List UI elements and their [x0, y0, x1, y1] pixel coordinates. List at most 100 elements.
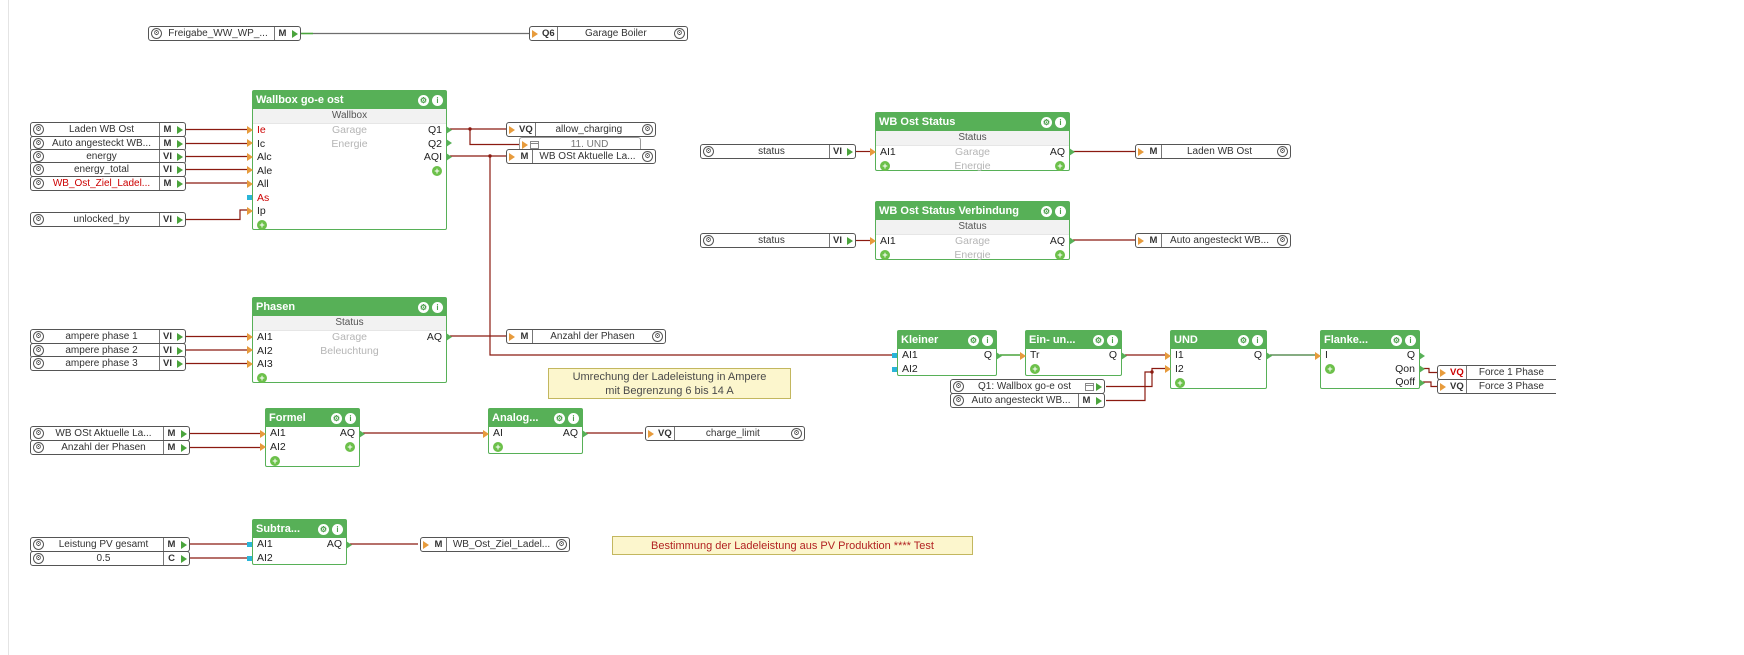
connector-auto-angesteckt-out[interactable]: M Auto angesteckt WB... ⚙: [1135, 233, 1291, 248]
input-i2[interactable]: I2: [1175, 362, 1184, 375]
add-output-icon[interactable]: +: [345, 442, 355, 453]
connector-ampere-phase-3[interactable]: ⚙ ampere phase 3 VI: [30, 356, 186, 371]
gear-icon[interactable]: ⚙: [1041, 116, 1052, 128]
connector-unlocked-by[interactable]: ⚙ unlocked_by VI: [30, 212, 186, 227]
output-pin[interactable]: [1121, 351, 1127, 360]
connector-anzahl-phasen-out[interactable]: M Anzahl der Phasen ⚙: [506, 329, 666, 344]
input-pin[interactable]: [247, 346, 253, 355]
gear-icon[interactable]: ⚙: [318, 523, 329, 535]
add-input-icon[interactable]: +: [1030, 364, 1040, 375]
block-ein-ausschaltverzoegerung[interactable]: Ein- un... ⚙ i Tr + Q: [1020, 330, 1127, 376]
input-pin[interactable]: [247, 359, 253, 368]
input-pin[interactable]: [1315, 351, 1321, 360]
output-aq[interactable]: AQ: [339, 427, 355, 439]
input-pin[interactable]: [247, 152, 253, 161]
input-ai3[interactable]: AI3: [257, 358, 273, 370]
input-pin[interactable]: [260, 443, 266, 452]
info-icon[interactable]: i: [432, 94, 443, 106]
block-flankenerkennung[interactable]: Flanke... ⚙ i I + Q Qon Qoff: [1315, 330, 1425, 389]
output-q1[interactable]: Q1: [427, 124, 442, 136]
output-pin[interactable]: [446, 332, 452, 341]
input-pin[interactable]: [247, 166, 253, 175]
add-input-icon[interactable]: +: [880, 161, 890, 172]
gear-icon[interactable]: ⚙: [1238, 334, 1249, 346]
info-icon[interactable]: i: [1055, 205, 1066, 217]
block-und[interactable]: UND ⚙ i I1 I2 + Q: [1165, 330, 1272, 389]
add-output-icon[interactable]: +: [432, 166, 442, 177]
block-header[interactable]: Wallbox go-e ost ⚙ i: [253, 91, 446, 109]
block-header[interactable]: Flanke... ⚙ i: [1321, 331, 1419, 349]
connector-laden-wb-ost-in[interactable]: ⚙ Laden WB Ost M: [30, 122, 186, 137]
info-icon[interactable]: i: [982, 334, 993, 346]
block-header[interactable]: Phasen ⚙ i: [253, 298, 446, 316]
input-pin[interactable]: [247, 332, 253, 341]
input-pin[interactable]: [247, 206, 253, 215]
output-q[interactable]: Q: [1253, 349, 1262, 361]
add-input-icon[interactable]: +: [1175, 377, 1185, 388]
connector-laden-wb-ost-out[interactable]: M Laden WB Ost ⚙: [1135, 144, 1291, 159]
output-q[interactable]: Q: [1108, 349, 1117, 361]
gear-icon[interactable]: ⚙: [418, 301, 429, 313]
block-wallbox-go-e-ost[interactable]: Wallbox go-e ost ⚙ i Wallbox Garage Ener…: [247, 90, 452, 231]
output-pin[interactable]: [359, 429, 365, 438]
input-pin[interactable]: [483, 429, 489, 438]
input-ic[interactable]: Ic: [257, 137, 266, 150]
input-ai2[interactable]: AI2: [270, 440, 286, 453]
block-phasen[interactable]: Phasen ⚙ i Status Garage Beleuchtung AI1…: [247, 297, 452, 384]
info-icon[interactable]: i: [568, 412, 579, 424]
block-subtraktion[interactable]: Subtra... ⚙ i AI1 AI2 AQ: [247, 519, 352, 565]
input-pin[interactable]: [247, 139, 253, 148]
input-ai2[interactable]: AI2: [257, 344, 273, 357]
input-ip[interactable]: Ip: [257, 205, 266, 217]
analog-input-pin[interactable]: [247, 194, 252, 200]
input-ai1[interactable]: AI1: [270, 427, 286, 439]
input-pin[interactable]: [1165, 351, 1171, 360]
connector-status-1[interactable]: ⚙ status VI: [700, 144, 856, 159]
block-wb-ost-status[interactable]: WB Ost Status ⚙ i Status Garage Energie …: [870, 112, 1075, 172]
input-ai1[interactable]: AI1: [902, 349, 918, 361]
connector-leistung-pv[interactable]: ⚙ Leistung PV gesamt M: [30, 537, 190, 552]
output-qon[interactable]: Qon: [1395, 362, 1415, 375]
gear-icon[interactable]: ⚙: [968, 334, 979, 346]
block-analogwert[interactable]: Analog... ⚙ i AI + AQ: [483, 408, 588, 454]
block-kleiner[interactable]: Kleiner ⚙ i AI1 AI2 Q: [892, 330, 1002, 376]
add-input-icon[interactable]: +: [257, 373, 267, 384]
input-pin[interactable]: [1165, 365, 1171, 374]
input-pin[interactable]: [247, 179, 253, 188]
input-ai1[interactable]: AI1: [257, 331, 273, 343]
input-all[interactable]: All: [257, 178, 269, 190]
output-pin[interactable]: [1069, 147, 1075, 156]
connector-status-2[interactable]: ⚙ status VI: [700, 233, 856, 248]
input-pin[interactable]: [870, 236, 876, 245]
info-icon[interactable]: i: [432, 301, 443, 313]
output-aq[interactable]: AQ: [326, 538, 342, 550]
connector-ampere-phase-1[interactable]: ⚙ ampere phase 1 VI: [30, 329, 186, 344]
input-i1[interactable]: I1: [1175, 349, 1184, 361]
input-as[interactable]: As: [257, 191, 270, 204]
input-ai1[interactable]: AI1: [880, 146, 896, 158]
connector-energy-total[interactable]: ⚙ energy_total VI: [30, 162, 186, 177]
input-ai2[interactable]: AI2: [902, 362, 918, 375]
output-aqi[interactable]: AQI: [423, 151, 442, 163]
block-formel[interactable]: Formel ⚙ i AI1 AI2 + AQ +: [260, 408, 365, 467]
output-pin[interactable]: [1419, 365, 1425, 374]
gear-icon[interactable]: ⚙: [418, 94, 429, 106]
connector-force-1-phase[interactable]: VQ Force 1 Phase: [1437, 365, 1556, 380]
block-wb-ost-status-verbindung[interactable]: WB Ost Status Verbindung ⚙ i Status Gara…: [870, 201, 1075, 261]
gear-icon[interactable]: ⚙: [1391, 334, 1402, 346]
analog-input-pin[interactable]: [892, 353, 897, 359]
output-qoff[interactable]: Qoff: [1395, 376, 1415, 388]
input-pin[interactable]: [870, 147, 876, 156]
output-pin[interactable]: [446, 139, 452, 148]
output-aq[interactable]: AQ: [1049, 235, 1065, 247]
input-pin[interactable]: [1020, 351, 1026, 360]
output-q[interactable]: Q: [1406, 349, 1415, 361]
input-ai[interactable]: AI: [493, 427, 503, 439]
block-header[interactable]: Kleiner ⚙ i: [898, 331, 996, 349]
output-pin[interactable]: [1419, 351, 1425, 360]
connector-freigabe-ww-wp[interactable]: ⚙ Freigabe_WW_WP_... M: [148, 26, 301, 41]
analog-input-pin[interactable]: [247, 555, 252, 561]
block-header[interactable]: UND ⚙ i: [1171, 331, 1266, 349]
add-input-icon[interactable]: +: [880, 250, 890, 261]
output-aq[interactable]: AQ: [426, 331, 442, 343]
